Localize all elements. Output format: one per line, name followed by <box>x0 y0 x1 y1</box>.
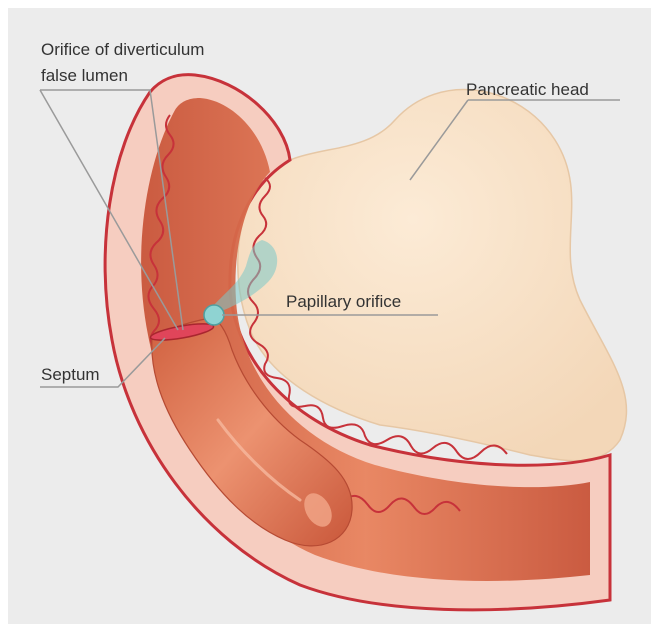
diagram-canvas: Orifice of diverticulum false lumen Panc… <box>8 8 651 624</box>
label-septum: Septum <box>41 364 100 386</box>
papillary-orifice-marker <box>204 305 224 325</box>
label-orifice-false-lumen-line1: Orifice of diverticulum <box>41 39 204 61</box>
label-orifice-false-lumen-line2: false lumen <box>41 65 128 87</box>
label-papillary-orifice: Papillary orifice <box>286 291 401 313</box>
pancreatic-head <box>238 90 627 461</box>
label-pancreatic-head: Pancreatic head <box>466 79 589 101</box>
